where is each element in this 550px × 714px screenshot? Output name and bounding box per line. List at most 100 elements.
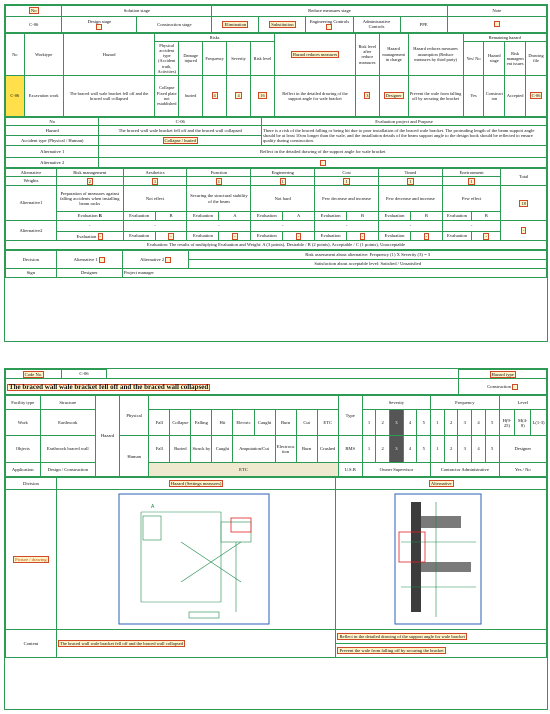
- work-label: Work: [5, 409, 41, 437]
- eval-no-value: C-06: [98, 117, 262, 126]
- construction-checkbox[interactable]: [512, 383, 519, 390]
- decision-label: Decision: [5, 250, 57, 269]
- alt2-eval: -: [168, 232, 174, 240]
- severity-label: Severity: [361, 394, 432, 411]
- weights-label: Weights: [5, 176, 57, 186]
- criteria-aesthetics: Aesthetics: [122, 168, 188, 177]
- criteria-risk: Risk management: [55, 168, 124, 177]
- risk-assessment-sheet: No Solution stage Reduce measures stage …: [4, 4, 548, 342]
- col-manager: Hazard management in charge: [378, 33, 409, 76]
- manager-supervisor[interactable]: Supervisor: [393, 466, 414, 472]
- col-severity: Severity: [226, 41, 252, 76]
- eval-word: Evaluation: [186, 231, 220, 241]
- human-struck[interactable]: Struck by: [190, 435, 213, 463]
- eval-hazard-text: The braced wall wale bracket fell off an…: [98, 125, 262, 136]
- physical-cut[interactable]: Cut: [295, 409, 318, 437]
- eval-word: Evaluation: [250, 211, 284, 221]
- human-caught[interactable]: Caught: [211, 435, 234, 463]
- criteria-alternative: Alternative: [5, 168, 57, 177]
- design-stage-cell[interactable]: Design stage: [61, 15, 138, 34]
- human-buried[interactable]: Buried: [169, 435, 192, 463]
- eval-word: Evaluation: [441, 231, 473, 241]
- no-option[interactable]: No: [525, 466, 531, 472]
- human-crushed[interactable]: Crushed: [316, 435, 339, 463]
- row-frequency: 4: [211, 92, 218, 100]
- eval-grade: B: [98, 213, 102, 219]
- row-damage: buried: [178, 74, 204, 118]
- app-construction: Construction: [64, 466, 88, 472]
- physical-items: [148, 394, 339, 411]
- hazard-structural-drawing: A: [118, 493, 270, 625]
- alt2-eval: -: [359, 232, 366, 240]
- note-checkbox[interactable]: [493, 21, 500, 28]
- reduce-stage-label: Reduce measures stage: [211, 5, 448, 17]
- manager-designer[interactable]: Designer: [498, 435, 548, 463]
- alt2-desc: -: [314, 220, 380, 232]
- row-no: C-06: [5, 74, 25, 118]
- alt2-row-label: Alternative2: [5, 220, 57, 241]
- manager-contractor[interactable]: Contractor: [440, 466, 461, 472]
- alt1-eval-engineering: A: [282, 211, 316, 221]
- code-label: Code No.: [22, 370, 45, 378]
- row-risk: 16: [258, 92, 267, 100]
- alt1-eval-aesthetics: B: [154, 211, 188, 221]
- alt2-eval: -: [295, 232, 302, 240]
- alt2-eval: -: [232, 232, 238, 240]
- evaluation-note: Evaluation: The results of multiplying E…: [5, 240, 547, 250]
- weight-environment: 1: [468, 177, 475, 185]
- criteria-environment: Environment: [441, 168, 502, 177]
- weight-timed: 1: [407, 177, 414, 185]
- manager-administrative[interactable]: Administrative: [461, 466, 489, 472]
- elimination-label: Elimination: [222, 20, 249, 28]
- decision-alt1-checkbox[interactable]: [98, 256, 105, 263]
- weight-risk: 2: [86, 177, 93, 185]
- design-stage-label: Design stage: [87, 18, 112, 24]
- classification-table: Facility type Structure Hazard Physical …: [5, 394, 548, 478]
- criteria-total: Total: [500, 168, 547, 186]
- physical-etc[interactable]: ETC: [316, 409, 339, 437]
- weight-function: 1: [215, 177, 223, 185]
- drawing-label-cell: Picture / drawing: [5, 489, 57, 630]
- alternative2-checkbox[interactable]: [319, 159, 326, 166]
- col-worktype: Worktype: [23, 33, 64, 76]
- physical-caught[interactable]: Caught: [253, 409, 276, 437]
- weight-cost: 1: [343, 177, 350, 185]
- engineering-checkbox[interactable]: [326, 23, 333, 30]
- human-fall[interactable]: Fall: [148, 435, 171, 463]
- physical-electric[interactable]: Electric: [232, 409, 255, 437]
- app-design: Design: [47, 466, 61, 472]
- eval-grade: -: [97, 232, 104, 240]
- human-etc[interactable]: ETC: [148, 461, 339, 478]
- hazard-drawing-cell: A: [55, 489, 337, 630]
- accident-type-label: Accident type (Physical / Human): [4, 135, 100, 146]
- alt1-eval-cost: B: [346, 211, 380, 221]
- decision-alt2: Alternative 2: [140, 256, 165, 262]
- manager-owner[interactable]: Owner: [379, 466, 393, 472]
- risk-row-usb: U.S.B: [337, 461, 363, 478]
- criteria-cost: Cost: [314, 168, 380, 177]
- alt1-desc-risk: Preparation of measures against falling …: [55, 185, 124, 212]
- col-damage: Damage injured: [178, 41, 204, 76]
- col-risk-level: Risk level: [250, 41, 275, 76]
- alt1-desc-aesthetics: Not effect: [122, 185, 188, 212]
- physical-collapse[interactable]: Collapse: [169, 409, 192, 437]
- human-burn[interactable]: Burn: [295, 435, 318, 463]
- physical-falling[interactable]: Falling: [190, 409, 213, 437]
- sign-project-manager: Project manager: [121, 268, 548, 278]
- yes-option[interactable]: Yes: [514, 466, 522, 472]
- physical-hit[interactable]: Hit: [211, 409, 234, 437]
- design-stage-checkbox[interactable]: [96, 23, 103, 30]
- alt1-total: 18: [519, 199, 528, 207]
- decision-alt2-checkbox[interactable]: [165, 256, 172, 263]
- code-value: C-06: [60, 369, 108, 379]
- row-file-link[interactable]: C-06: [529, 92, 543, 100]
- col-yes-no: Yes/ No: [462, 41, 485, 76]
- alt2-desc: -: [250, 220, 316, 232]
- physical-burn[interactable]: Burn: [274, 409, 297, 437]
- criteria-engineering: Engineering: [250, 168, 316, 177]
- human-amputation[interactable]: Amputation/Cut: [232, 435, 276, 463]
- physical-fall[interactable]: Fall: [148, 409, 171, 437]
- col-hazard-reduces: Hazard reduces measures: [290, 50, 340, 58]
- human-electrocution[interactable]: Electrocution: [274, 435, 297, 463]
- evaluation-header-table: No C-06 Evaluation project and Purpose H…: [4, 117, 547, 168]
